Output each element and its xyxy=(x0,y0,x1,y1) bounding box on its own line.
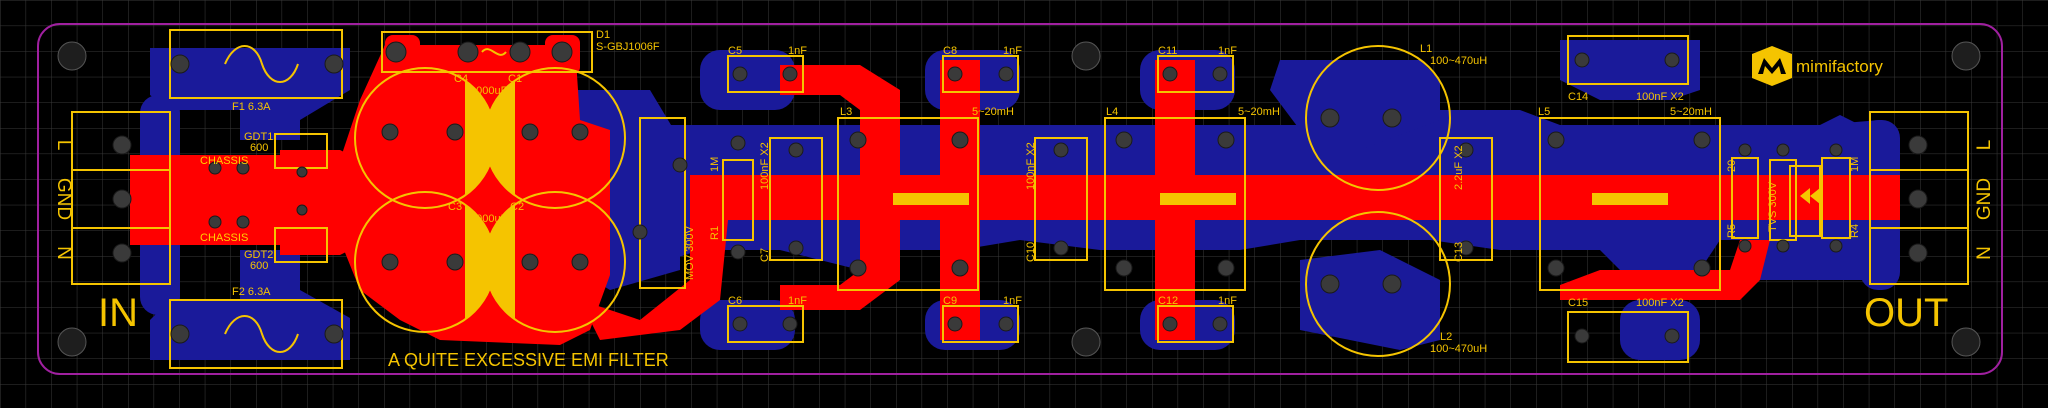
board-title: A QUITE EXCESSIVE EMI FILTER xyxy=(388,350,669,370)
label-r4-val: 1M xyxy=(1849,157,1861,172)
label-l4: L4 xyxy=(1106,106,1118,118)
label-c13-val: 2.2uF X2 xyxy=(1453,145,1465,190)
label-l5-val: 5~20mH xyxy=(1670,106,1712,118)
board-outline xyxy=(37,23,2003,375)
label-c9: C9 xyxy=(943,295,957,307)
label-c5: C5 xyxy=(728,45,742,57)
label-r1: R1 xyxy=(709,226,721,240)
input-terminal-block xyxy=(71,111,171,285)
label-c15-val: 100nF X2 xyxy=(1636,297,1684,309)
label-c6-val: 1nF xyxy=(788,295,807,307)
label-c2: C2 xyxy=(510,201,524,213)
inductor-l2-outline xyxy=(1305,211,1451,357)
input-terminal-gnd: GND xyxy=(53,178,74,220)
label-c14: C14 xyxy=(1568,91,1588,103)
label-l4-val: 5~20mH xyxy=(1238,106,1280,118)
output-terminal-n: N xyxy=(1974,246,1995,260)
label-l1-val: 100~470uH xyxy=(1430,55,1487,67)
mov-outline xyxy=(639,117,686,289)
label-c7: C7 xyxy=(759,248,771,262)
label-d1-part: S-GBJ1006F xyxy=(596,41,660,53)
label-d1: D1 xyxy=(596,29,610,41)
label-c12-val: 1nF xyxy=(1218,295,1237,307)
label-gdt2: GDT2 xyxy=(244,249,273,261)
label-f1: F1 6.3A xyxy=(232,101,271,113)
label-gdt2-val: 600 xyxy=(250,260,268,272)
inductor-l4-outline xyxy=(1104,117,1246,291)
label-c11-val: 1nF xyxy=(1218,45,1237,57)
silkscreen-layer xyxy=(71,29,1969,369)
label-c1-c4-val: 1000uF xyxy=(470,85,508,97)
label-r5: R5 xyxy=(1726,224,1738,238)
input-label: IN xyxy=(98,291,138,335)
inductor-l3-outline xyxy=(837,117,979,291)
label-r5-val: 20 xyxy=(1726,160,1738,172)
label-c2-c3-val: 1000uF xyxy=(470,213,508,225)
label-c9-val: 1nF xyxy=(1003,295,1022,307)
label-l2: L2 xyxy=(1440,331,1452,343)
label-r4: R4 xyxy=(1849,224,1861,238)
label-gdt1: GDT1 xyxy=(244,131,273,143)
inductor-l5-outline xyxy=(1539,117,1721,291)
label-c14-val: 100nF X2 xyxy=(1636,91,1684,103)
input-terminal-l: L xyxy=(53,140,74,151)
label-c4: C4 xyxy=(454,73,468,85)
bridge-rectifier-outline xyxy=(381,31,593,73)
label-l1: L1 xyxy=(1420,43,1432,55)
label-chassis-bottom: CHASSIS xyxy=(200,232,248,244)
label-l3: L3 xyxy=(840,106,852,118)
label-gdt1-val: 600 xyxy=(250,142,268,154)
label-c8-val: 1nF xyxy=(1003,45,1022,57)
label-chassis-top: CHASSIS xyxy=(200,155,248,167)
mounting-holes xyxy=(57,41,1981,357)
label-l2-val: 100~470uH xyxy=(1430,343,1487,355)
label-c8: C8 xyxy=(943,45,957,57)
label-r1-val: 1M xyxy=(709,157,721,172)
output-terminal-block xyxy=(1869,111,1969,285)
label-c15: C15 xyxy=(1568,297,1588,309)
label-c13: C13 xyxy=(1453,242,1465,262)
label-c3: C3 xyxy=(448,201,462,213)
label-f2: F2 6.3A xyxy=(232,286,271,298)
label-mov: MOV 300V xyxy=(684,226,696,280)
text-labels: IN OUT A QUITE EXCESSIVE EMI FILTER mimi… xyxy=(53,29,1995,370)
label-c5-val: 1nF xyxy=(788,45,807,57)
label-c11: C11 xyxy=(1158,45,1177,57)
pads xyxy=(112,41,1928,344)
top-copper-layer xyxy=(130,35,1900,345)
input-terminal-n: N xyxy=(53,246,74,260)
output-label: OUT xyxy=(1864,291,1948,335)
label-c7-val: 100nF X2 xyxy=(759,142,771,190)
inductor-l1-outline xyxy=(1305,45,1451,191)
brand-name: mimifactory xyxy=(1796,57,1883,76)
label-tvs: TVS 300V xyxy=(1767,181,1779,232)
label-l5: L5 xyxy=(1538,106,1550,118)
output-terminal-gnd: GND xyxy=(1974,178,1995,220)
label-c10-val: 100nF X2 xyxy=(1025,142,1037,190)
mimifactory-logo-icon xyxy=(1752,46,1792,86)
label-c12: C12 xyxy=(1158,295,1178,307)
output-terminal-l: L xyxy=(1974,140,1995,151)
label-c10: C10 xyxy=(1025,242,1037,262)
label-l3-val: 5~20mH xyxy=(972,106,1014,118)
label-c6: C6 xyxy=(728,295,742,307)
label-c1: C1 xyxy=(508,73,522,85)
